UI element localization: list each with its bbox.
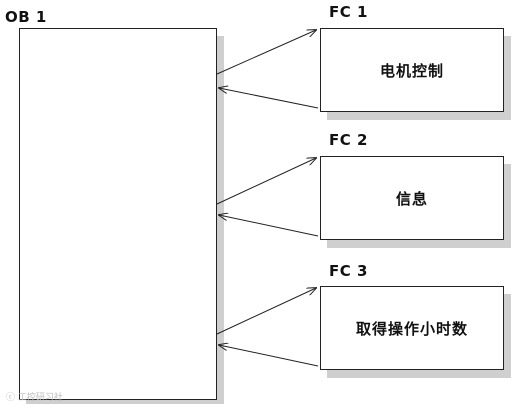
fc3-label: FC 3 xyxy=(329,262,368,280)
fc2-label: FC 2 xyxy=(329,131,368,149)
fc1-call-arrow xyxy=(216,30,316,75)
ob1-label: OB 1 xyxy=(5,8,47,26)
fc2-return-arrow xyxy=(219,215,319,237)
fc3-return-arrow xyxy=(219,345,319,367)
watermark: ⓒ 工控研习社 xyxy=(6,393,63,403)
fc2-call-arrow xyxy=(216,158,316,205)
fc1-text: 电机控制 xyxy=(379,61,444,80)
fc2-text: 信息 xyxy=(395,189,428,208)
ob1-block xyxy=(19,28,217,400)
fc3-block: 取得操作小时数 xyxy=(320,286,504,370)
fc2-block: 信息 xyxy=(320,156,504,240)
fc1-block: 电机控制 xyxy=(320,28,504,112)
fc3-call-arrow xyxy=(216,288,316,335)
fc3-text: 取得操作小时数 xyxy=(355,319,468,338)
fc1-return-arrow xyxy=(219,88,319,109)
fc1-label: FC 1 xyxy=(329,3,368,21)
